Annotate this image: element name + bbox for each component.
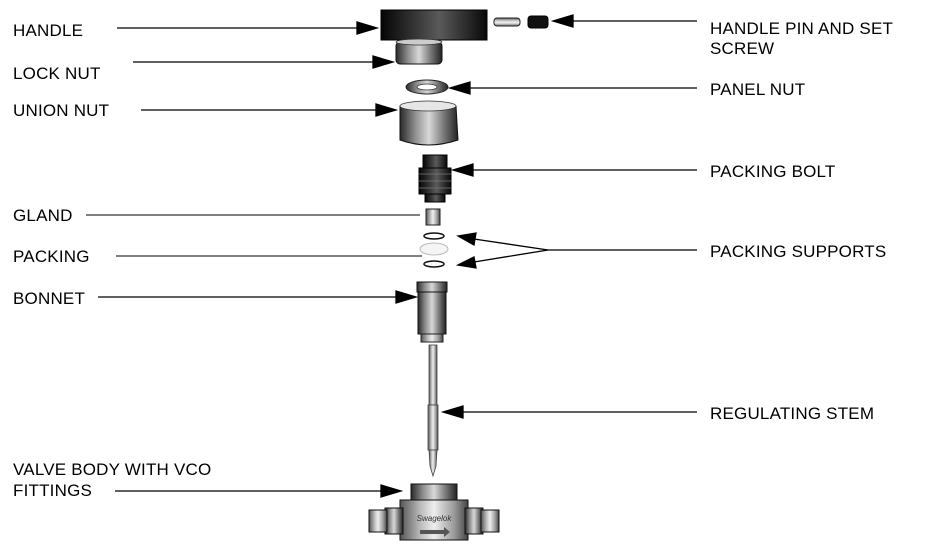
valve-body-part: Swagelok xyxy=(368,483,500,541)
label-handle-pin-line2: SCREW xyxy=(710,39,775,58)
label-valve-body-line2: FITTINGS xyxy=(13,481,93,500)
packing-bolt-part xyxy=(418,154,452,203)
gland-part xyxy=(425,208,441,226)
lock-nut-part xyxy=(395,38,443,65)
leader-lock-nut xyxy=(133,55,396,69)
packing-part xyxy=(419,242,449,256)
leader-regulating-stem xyxy=(440,405,697,419)
panel-nut-part xyxy=(405,79,449,95)
label-regulating-stem: REGULATING STEM xyxy=(710,404,875,423)
leader-union-nut xyxy=(141,103,399,117)
label-panel-nut: PANEL NUT xyxy=(710,80,806,99)
label-gland: GLAND xyxy=(13,206,73,225)
leader-packing-bolt xyxy=(450,163,697,177)
label-packing-supports: PACKING SUPPORTS xyxy=(710,242,887,261)
leader-bonnet xyxy=(98,290,419,304)
label-packing: PACKING xyxy=(13,247,90,266)
flow-arrow-icon xyxy=(420,527,450,537)
leader-panel-nut xyxy=(447,81,697,95)
label-union-nut: UNION NUT xyxy=(13,101,110,120)
label-valve-body-line1: VALVE BODY WITH VCO xyxy=(13,460,212,479)
regulating-stem-part xyxy=(427,344,439,478)
label-handle-pin-line1: HANDLE PIN AND SET xyxy=(710,19,894,38)
leader-valve-body xyxy=(115,484,404,498)
packing-support-lower-part xyxy=(423,260,445,268)
bonnet-part xyxy=(416,281,448,343)
leader-packing-supports xyxy=(455,232,697,269)
label-handle: HANDLE xyxy=(13,21,84,40)
body-marking-text: Swagelok xyxy=(417,514,453,523)
union-nut-part xyxy=(399,100,459,146)
handle-pin-part xyxy=(493,15,549,29)
packing-support-upper-part xyxy=(423,232,445,240)
handle-part xyxy=(380,9,488,41)
leader-handle xyxy=(117,21,380,35)
leader-handle-pin xyxy=(550,14,697,28)
label-bonnet: BONNET xyxy=(13,289,86,308)
label-lock-nut: LOCK NUT xyxy=(13,64,101,83)
label-packing-bolt: PACKING BOLT xyxy=(710,162,836,181)
